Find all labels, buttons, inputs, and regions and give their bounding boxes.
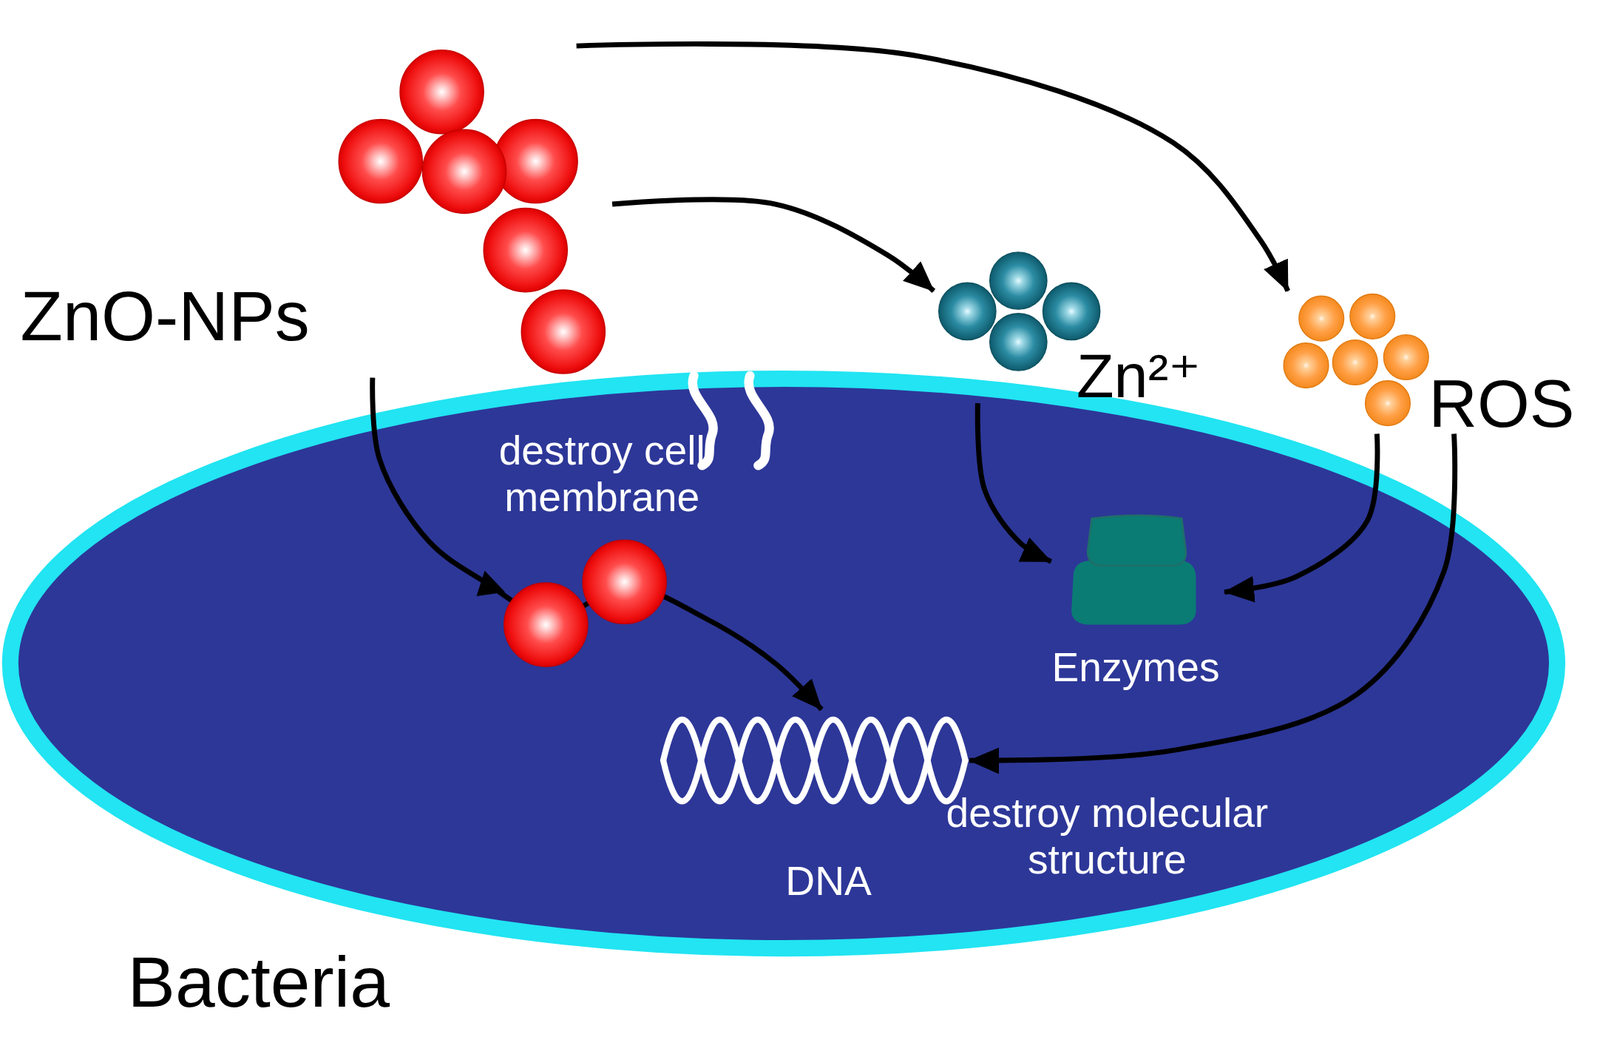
edge-label: destroy molecular structure [939,788,1276,883]
ion-label: Zn²⁺ [1076,340,1201,412]
zinc-ion [939,282,996,340]
membrane-damage-mark [748,375,770,466]
zinc-ion [990,252,1047,310]
effect-arrow [612,199,934,292]
ros-particle [1299,295,1345,341]
ros-cluster: ROS [1280,290,1582,434]
enzyme-blob [1087,515,1186,566]
dna-node: DNA [658,709,970,903]
ros-particle [1383,334,1429,381]
cell-label: Bacteria [127,940,390,1023]
cluster-label: ZnO-NPs [20,275,310,356]
zno-particle [400,50,484,134]
zinc-ion [1042,282,1100,340]
zno-particle [483,208,568,293]
zno-particle [422,129,506,213]
zinc-ion [990,313,1047,371]
ros-label: ROS [1428,365,1575,443]
ion-cluster: Zn²⁺ [933,249,1210,403]
enzyme-label: Enzymes [1023,642,1249,690]
dna-strand [663,719,966,801]
bacterium-cell: Bacteria Enzymes DNA [0,367,1572,959]
ros-particle [1332,340,1378,386]
zno-particle [521,289,605,374]
enzyme-blob [1071,560,1196,625]
nanoparticle-cluster-shape [336,45,613,378]
dna-strand [663,719,966,801]
nanoparticle-cluster: ZnO-NPs [336,45,613,378]
ros-particle [1283,343,1329,389]
cell-membrane [10,378,1558,948]
dna-label: DNA [726,856,931,904]
ros-particle [1350,293,1396,339]
effect-arrow [576,43,1288,291]
ros-particle [1365,380,1411,426]
zno-particle [338,119,423,203]
zno-particle [493,119,578,203]
enzyme-node: Enzymes [1051,510,1226,690]
membrane-note: destroy cell membrane [464,426,741,521]
